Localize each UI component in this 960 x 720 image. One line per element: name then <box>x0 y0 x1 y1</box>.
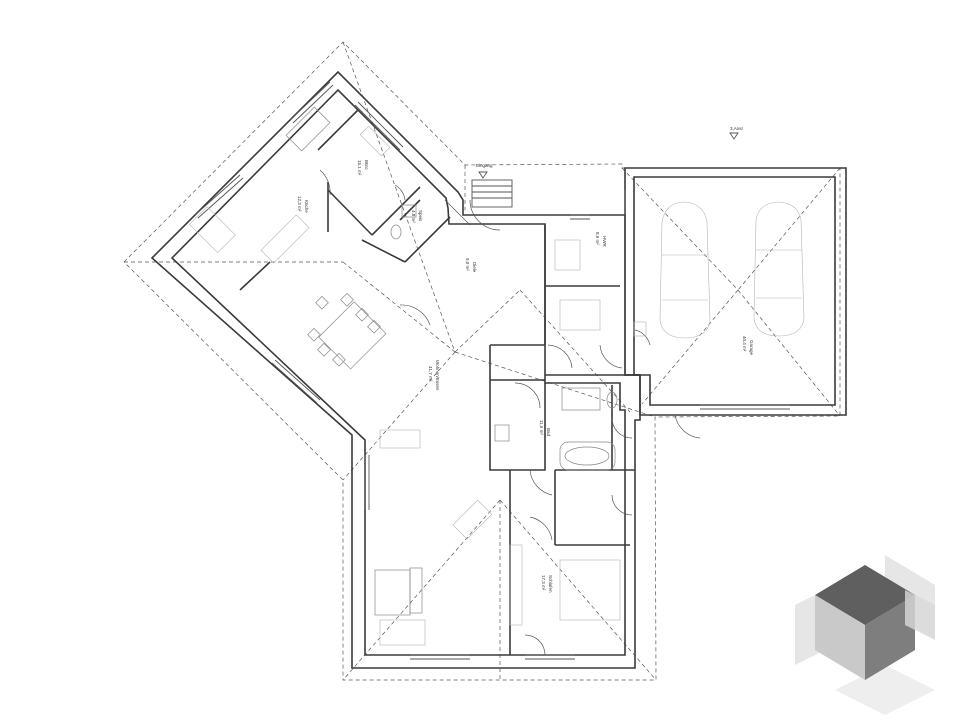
garage-cars <box>659 201 805 339</box>
label-area-marker: 3,Ansr <box>730 126 744 131</box>
doors <box>319 169 701 656</box>
interior-walls <box>239 109 640 655</box>
label-bedroom: Schlafen <box>548 575 553 593</box>
garage-walls <box>624 167 847 416</box>
room-labels: Eingang 3,Ansr Bad 11,6 m² Diele 9,0 m² … <box>297 126 754 593</box>
exterior-walls <box>150 70 641 669</box>
label-hall-area: 9,0 m² <box>465 258 470 271</box>
label-entrance: Eingang <box>476 163 493 168</box>
label-office-area: 15,1 m² <box>357 160 362 176</box>
entrance-steps <box>471 132 739 208</box>
label-kitchen: Küche <box>304 200 309 213</box>
label-utility-area: 8,9 m² <box>595 232 600 245</box>
label-office: Büro <box>364 160 369 170</box>
furniture <box>188 106 647 646</box>
house-cube-logo <box>795 555 935 715</box>
windows <box>194 81 790 660</box>
label-living: Wohnen/Essen <box>435 360 440 391</box>
label-utility: HWR <box>602 236 607 247</box>
label-bath: Bad <box>546 428 551 437</box>
label-pantry-area: 4,8 m² <box>411 210 416 223</box>
label-bath-area: 11,6 m² <box>539 420 544 435</box>
label-bedroom-area: 17,3 m² <box>541 575 546 591</box>
label-garage-area: 40,4 m² <box>742 336 747 352</box>
label-hall: Diele <box>472 262 477 273</box>
label-pantry: Speis <box>418 210 423 222</box>
label-living-area: 41,7 m² <box>428 366 433 382</box>
label-kitchen-area: 12,3 m² <box>297 196 302 212</box>
label-garage: Garage <box>749 340 754 356</box>
